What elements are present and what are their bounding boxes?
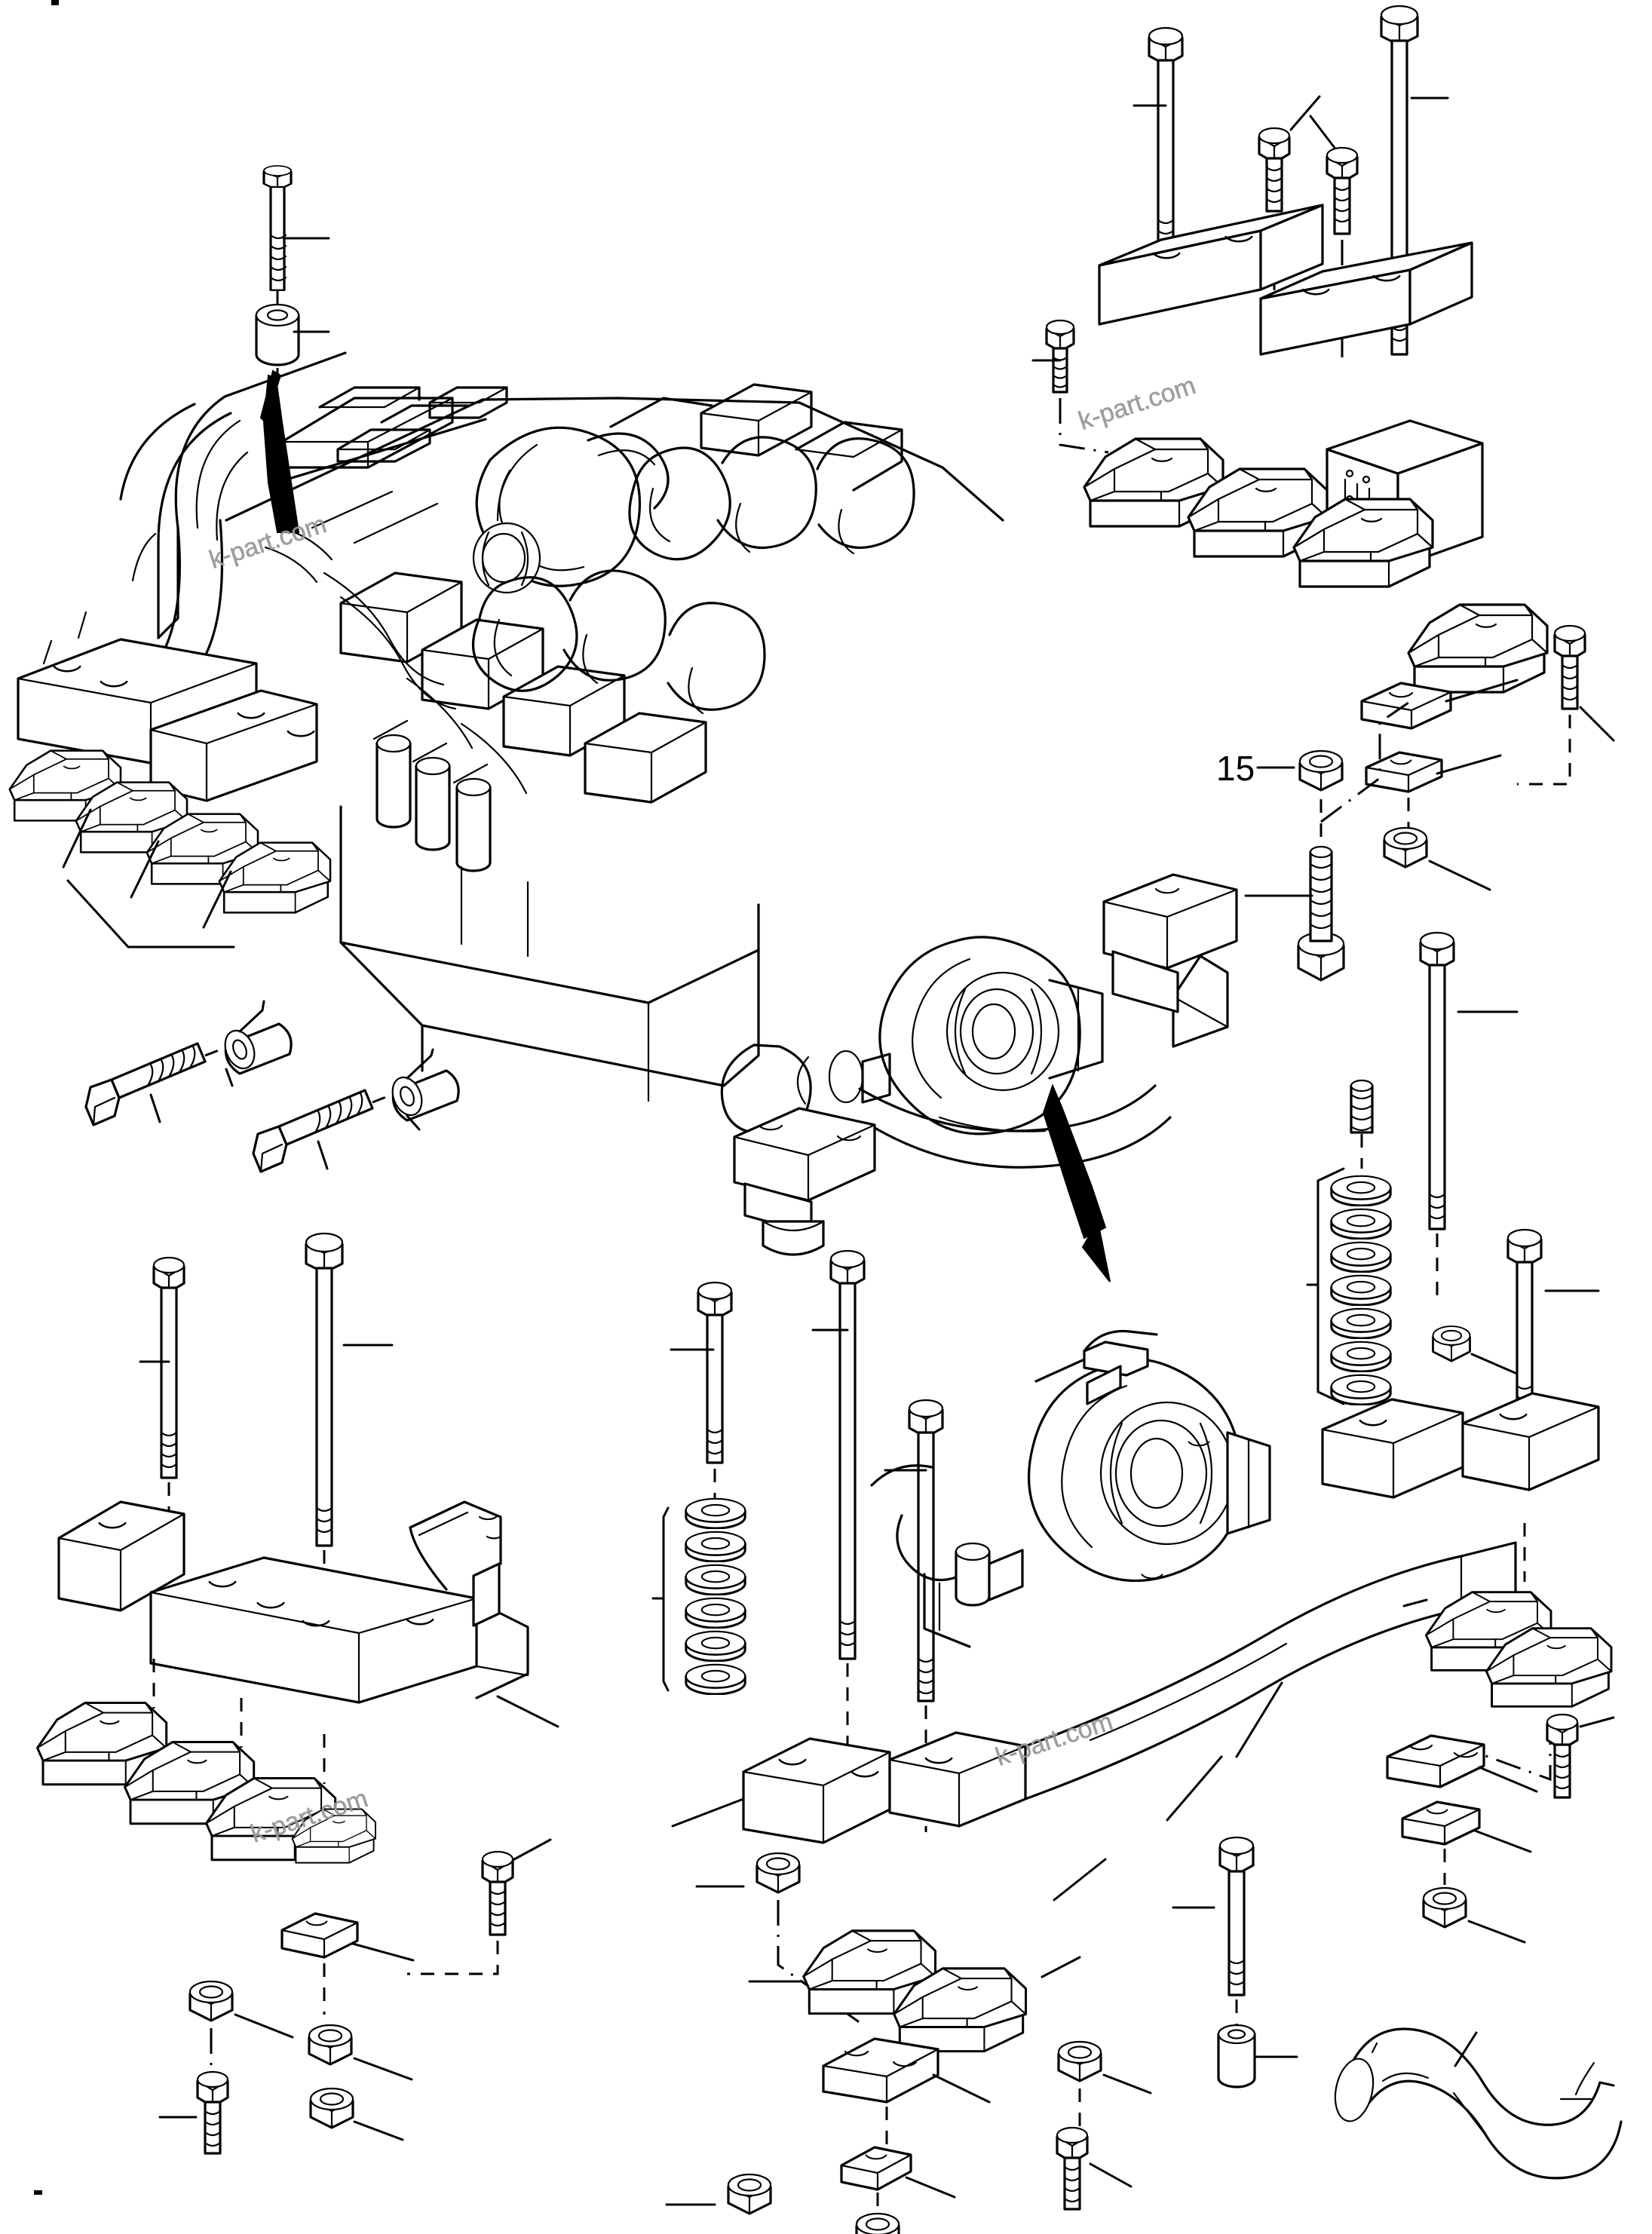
lc-bolt-long-1	[829, 1249, 866, 1660]
ll-bolt-short	[152, 1256, 185, 1479]
lr-washer-plate-1	[1386, 1734, 1485, 1788]
lr-tall-bolt-left-render	[1347, 936, 1380, 973]
lc-nut-left	[756, 1852, 801, 1894]
ll-nut-1	[188, 1980, 234, 2022]
engine-exhaust-pipe	[858, 1084, 1172, 1169]
lock-nut-15	[1298, 749, 1344, 792]
lr-rubber-mounts	[1424, 1591, 1613, 1708]
lr-stud-above-washers	[1350, 1079, 1374, 1134]
lc-square-washer	[840, 2146, 912, 2191]
long-bolt-tr-1	[1148, 26, 1184, 265]
callout-15: 15	[1216, 749, 1255, 788]
lc-nut-bottom-2	[727, 2173, 772, 2215]
bottom-registration-tick	[34, 2190, 42, 2195]
group-lower-right	[1056, 931, 1623, 2211]
lc-turbocharger	[1027, 1329, 1271, 1583]
lr-bolt-b1	[1056, 2126, 1089, 2211]
engine-assembly	[42, 351, 1238, 1282]
turbocharger-upper	[472, 426, 670, 594]
ll-nut-3	[309, 2087, 354, 2129]
group-bolt-spacers	[84, 1000, 460, 1173]
washer-plate-tr-2	[1365, 751, 1443, 793]
lr-bolt-bushing	[1218, 1836, 1255, 1997]
group-top-right-mount	[1031, 5, 1615, 982]
lc-nut-bottom	[855, 2212, 900, 2234]
ll-nut-2	[308, 2024, 353, 2066]
engine-front-mount-plate	[733, 1107, 876, 1256]
group-lower-left-bracket	[36, 1232, 559, 2155]
small-bolt-tr-left	[1045, 319, 1075, 394]
lr-bushing-bottom	[1217, 2024, 1256, 2088]
lock-nut-tr-right	[1383, 826, 1428, 869]
spacer-bushing-2	[391, 1069, 460, 1122]
lr-nut	[1422, 1886, 1467, 1929]
hex-bolt-tr-far-right	[1553, 624, 1586, 710]
engine-rear-bracket	[1102, 873, 1238, 1048]
lr-hex-bolt	[1546, 1713, 1579, 1799]
injector-pipes	[264, 526, 528, 795]
cylindrical-bushing-top-left	[255, 303, 300, 366]
ll-hex-bolt	[481, 1850, 514, 1936]
crank-lower-cylinders	[471, 569, 766, 715]
lr-washer-stack	[1330, 1175, 1392, 1405]
bolt-spacer-2	[252, 1089, 374, 1173]
washer-plate-tr	[1360, 682, 1452, 730]
short-bolt-tr-3	[1326, 146, 1359, 235]
lr-bolt-2-visible	[1506, 1228, 1543, 1419]
ll-hex-bolt-2	[196, 2070, 229, 2155]
bolt-threads	[269, 234, 287, 282]
lc-cross-member	[742, 1541, 1517, 1844]
lc-washer-plate	[822, 2037, 939, 2104]
ll-bolt-long	[305, 1232, 344, 1547]
lc-turbo-cradle	[870, 1464, 1024, 1648]
group-lower-center	[651, 1249, 1517, 2234]
bolt-spacer-1	[84, 1042, 207, 1126]
lr-washer-plate-2	[1401, 1800, 1481, 1846]
valve-cover-row	[280, 386, 508, 469]
lc-rubber-mounts	[802, 1929, 1028, 2053]
lr-mount-bracket	[1321, 1392, 1600, 1499]
mr-nut	[1432, 1325, 1471, 1362]
intake-manifold	[609, 383, 915, 561]
ll-washer-plate	[280, 1912, 359, 1959]
lc-bolt-1	[697, 1281, 733, 1464]
turbocharger-main	[878, 936, 1104, 1135]
short-bolt-tr-2	[1258, 127, 1291, 213]
oil-pan	[339, 805, 760, 1102]
engine-block-top	[225, 397, 1004, 544]
filters	[372, 719, 492, 872]
cylinder-head-pads	[339, 572, 707, 804]
hex-bolt-under-15	[1297, 845, 1345, 982]
lr-nut-b1	[1057, 2040, 1102, 2082]
extra-leaders	[671, 1681, 1283, 1902]
top-registration-tick	[51, 0, 59, 5]
group-left-engine-mount	[8, 638, 332, 948]
exhaust-pipe	[1334, 2027, 1623, 2180]
lc-bolt-long-2	[908, 1399, 944, 1702]
mr-washer-plate	[1467, 1698, 1544, 1740]
lr-bolt-1-visible	[1419, 931, 1455, 1230]
lc-washer-stack	[685, 1497, 746, 1695]
mount-bracket-frame-ll	[57, 1500, 529, 1704]
spacer-bushing-1	[224, 1022, 293, 1075]
group-mid-right-fasteners	[1432, 1325, 1544, 1740]
